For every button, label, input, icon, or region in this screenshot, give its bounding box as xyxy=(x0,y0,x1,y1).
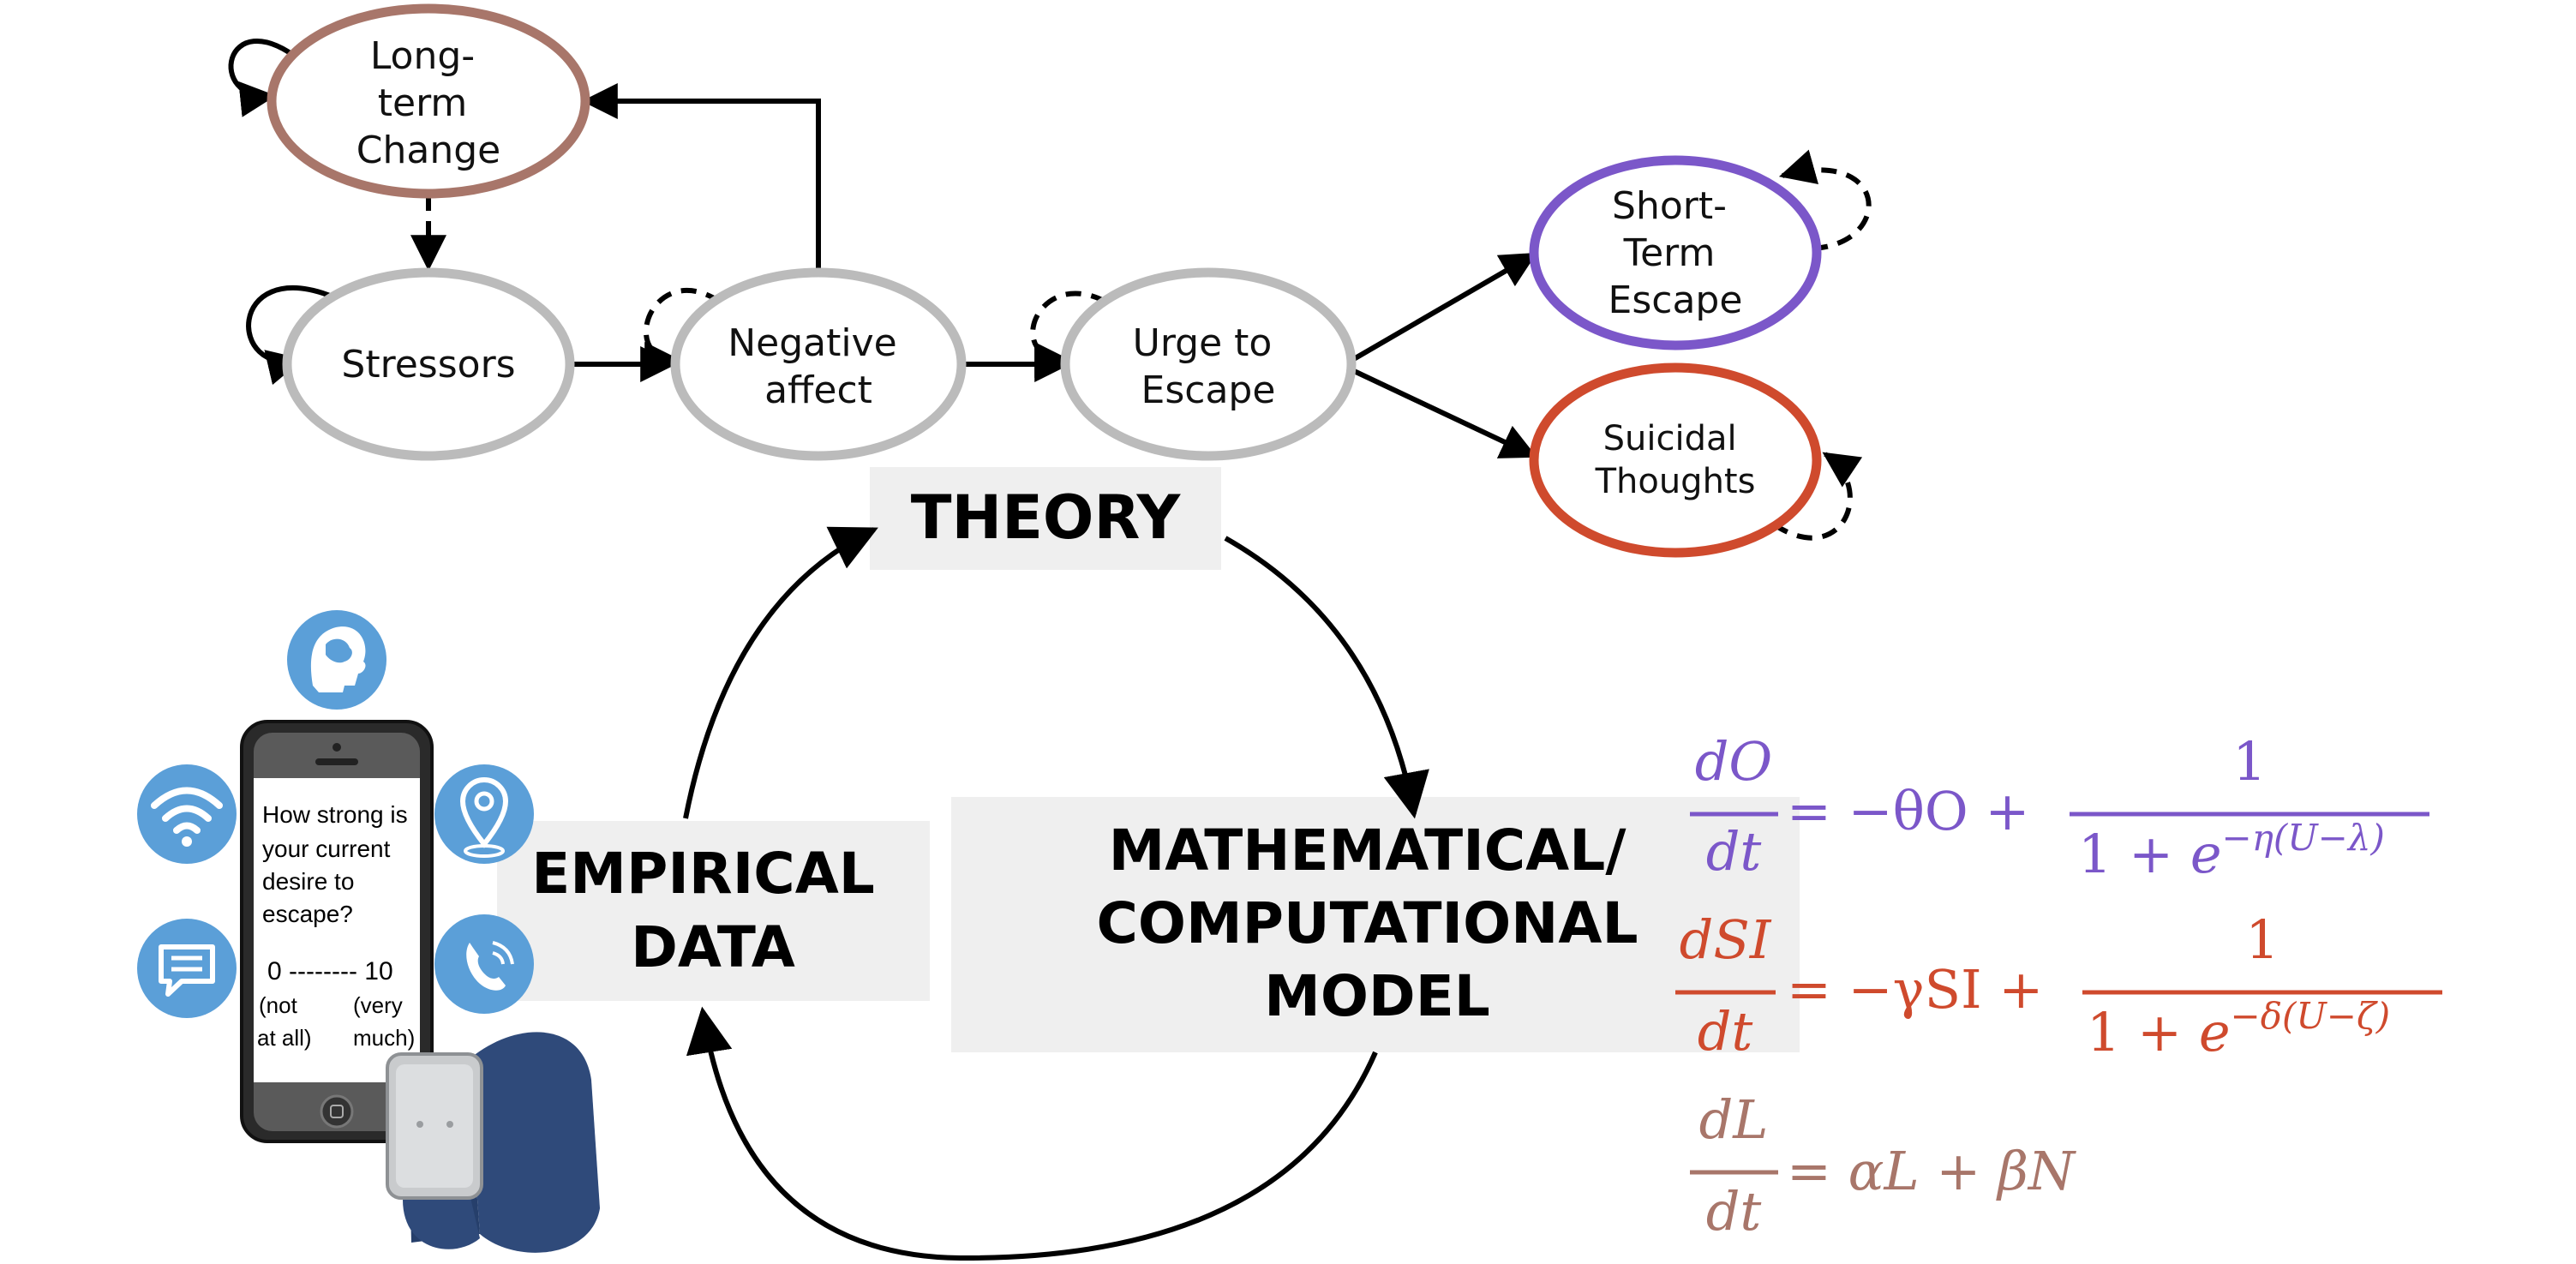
self-loop-short-term xyxy=(1778,149,1872,251)
node-label-line: Long- xyxy=(370,34,475,78)
eq2-lhs-num: dSI xyxy=(1680,908,1772,971)
eq2-num: 1 xyxy=(2245,908,2279,971)
eq3-lhs-num: dL xyxy=(1699,1088,1769,1151)
node-label-line: Change xyxy=(356,129,500,172)
node-label-line: Short- xyxy=(1612,184,1727,228)
smartphone-icon xyxy=(240,720,434,1143)
svg-text:Urge to Escape: Urge to Escape xyxy=(1133,321,1285,412)
node-label-line: Escape xyxy=(1141,368,1276,412)
wristband-icon xyxy=(386,1032,600,1253)
svg-text:Suicidal Thoughts: Suicidal Thoughts xyxy=(1595,419,1756,501)
svg-text:Short- Term Escape: Short- Term Escape xyxy=(1609,184,1743,322)
equation-short-term: dO dt = −θO + 1 1 + e−η(U−λ) xyxy=(1690,730,2429,885)
self-loop-urge xyxy=(1030,291,1107,378)
eq3-lhs-den: dt xyxy=(1706,1180,1762,1243)
node-label-line: Urge to xyxy=(1133,321,1273,365)
node-stressors: Stressors xyxy=(282,267,575,461)
svg-text:Long- term Change: Long- term Change xyxy=(356,34,500,172)
eq1-num: 1 xyxy=(2232,730,2266,793)
chat-icon xyxy=(137,919,237,1018)
self-loop-stressors xyxy=(246,285,332,386)
theory-panel xyxy=(870,467,1221,570)
node-label-line: term xyxy=(378,81,468,125)
node-label-line: Negative xyxy=(728,321,896,365)
edge-urge-short-term xyxy=(1351,252,1537,362)
edge-urge-suicidal xyxy=(1351,368,1537,458)
node-suicidal-thoughts: Suicidal Thoughts xyxy=(1529,362,1822,558)
node-label-line: Suicidal xyxy=(1603,419,1737,458)
phone-question: How strong is your current desire to esc… xyxy=(262,801,414,927)
phone-call-icon xyxy=(434,914,534,1014)
node-long-term-change: Long- term Change xyxy=(267,3,590,199)
eq2-lhs-den: dt xyxy=(1698,1000,1753,1063)
empirical-label: EMPIRICAL DATA xyxy=(531,841,895,980)
brain-icon xyxy=(287,610,386,710)
eq1-den: 1 + e−η(U−λ) xyxy=(2078,817,2385,885)
self-loop-suicidal xyxy=(1772,452,1863,541)
node-label-line: Escape xyxy=(1609,279,1743,322)
arc-empirical-to-theory xyxy=(683,526,878,819)
equation-long-term: dL dt = αL + βN xyxy=(1690,1088,2077,1243)
equation-suicidal: dSI dt = −γSI + 1 1 + e−δ(U−ζ) xyxy=(1675,908,2442,1063)
self-loop-long-term xyxy=(228,39,302,117)
eq1-lhs-den: dt xyxy=(1706,820,1762,883)
location-pin-icon xyxy=(434,764,534,864)
eq1-lhs-num: dO xyxy=(1695,730,1773,793)
node-negative-affect: Negative affect xyxy=(670,267,967,461)
svg-text:Stressors: Stressors xyxy=(341,343,515,386)
eq2-den: 1 + e−δ(U−ζ) xyxy=(2087,995,2390,1063)
edge-negative-affect-long-term xyxy=(581,83,821,273)
node-urge-to-escape: Urge to Escape xyxy=(1060,267,1357,461)
node-label-line: Term xyxy=(1623,231,1716,275)
eq1-rhs: = −θO + xyxy=(1787,780,2029,842)
model-panel xyxy=(951,797,1800,1052)
phone-high-label: (very much) xyxy=(353,992,415,1051)
empirical-panel xyxy=(497,821,930,1001)
wifi-icon xyxy=(137,764,237,864)
node-label-line: Stressors xyxy=(341,343,515,386)
self-loop-negative-affect xyxy=(644,287,722,378)
model-label: MATHEMATICAL/ COMPUTATIONAL MODEL xyxy=(1096,818,1657,1029)
arc-theory-to-model xyxy=(1224,536,1429,819)
theory-label: THEORY xyxy=(911,482,1182,553)
arc-model-to-empirical xyxy=(686,1006,1378,1261)
eq2-rhs: = −γSI + xyxy=(1787,958,2043,1021)
eq3-rhs: = αL + βN xyxy=(1787,1140,2077,1202)
node-label-line: affect xyxy=(764,368,872,412)
node-short-term-escape: Short- Term Escape xyxy=(1529,155,1822,350)
svg-text:Negative affect: Negative affect xyxy=(728,321,908,412)
phone-low-label: (not at all) xyxy=(257,992,312,1051)
phone-scale: 0 -------- 10 xyxy=(267,957,393,985)
node-label-line: Thoughts xyxy=(1595,462,1756,501)
